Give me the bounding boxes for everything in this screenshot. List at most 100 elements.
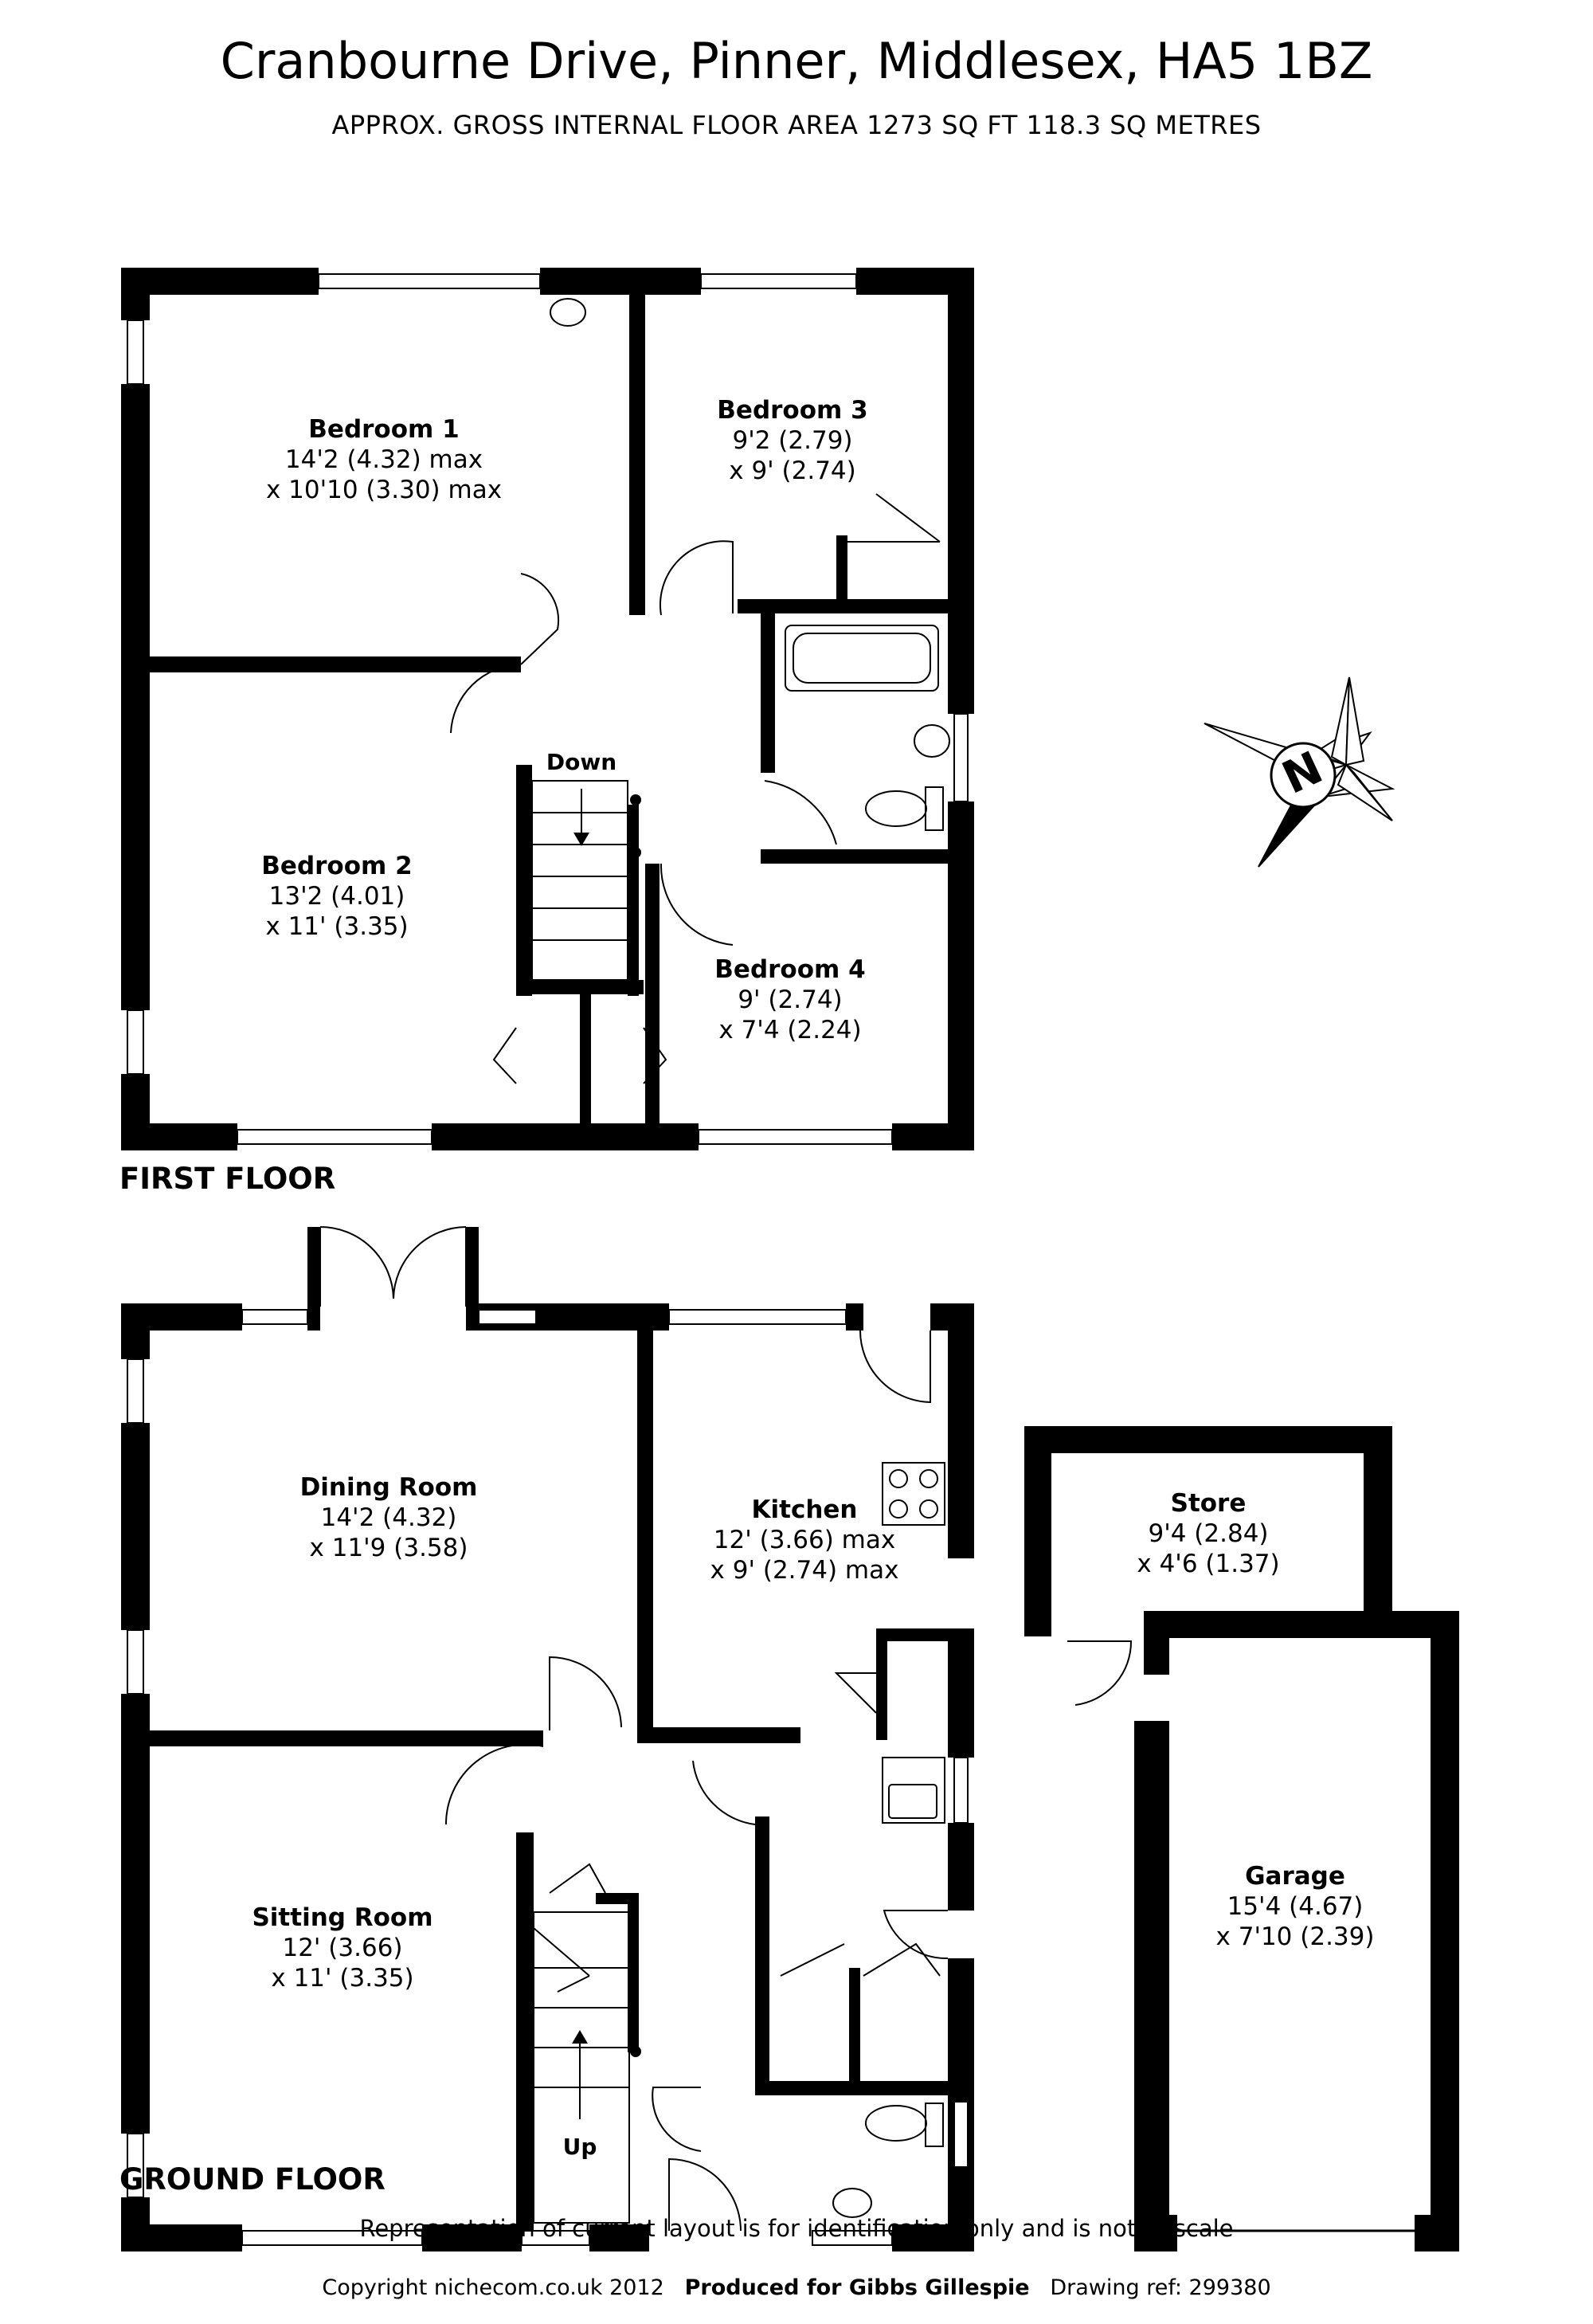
room-name: Garage [1245, 1862, 1345, 1891]
room-dim: 15'4 (4.67) [1227, 1892, 1364, 1921]
gf-wall-bottom-mid [422, 2224, 522, 2251]
ff-wall-end-post [630, 794, 641, 805]
ff-door-cupboard-right [643, 1027, 667, 1084]
ff-wall-bottom-mid [432, 1123, 699, 1150]
ff-door-cupboard-left [492, 1027, 517, 1084]
gf-door-stair-cupboard [549, 1863, 606, 1894]
ff-stairs-label: Down [546, 749, 617, 775]
ff-cupboard-divider [580, 994, 591, 1138]
gf-bay-left [307, 1227, 320, 1331]
room-dim: x 7'4 (2.24) [718, 1016, 862, 1044]
gf-door-dining [549, 1656, 622, 1730]
ff-wall-bottom-right [892, 1123, 974, 1150]
room-dim: x 4'6 (1.37) [1137, 1550, 1280, 1578]
room-sitting-room: Sitting Room 12' (3.66) x 11' (3.35) [252, 1903, 432, 1993]
ff-wall-bed1-landing [629, 268, 645, 615]
gf-wc-cistern [925, 2103, 944, 2147]
ff-wall-bed3-bottom [738, 599, 974, 613]
ff-wall-stair-right [628, 805, 639, 996]
ff-wall-left-mid [121, 384, 150, 1010]
gf-window-kitchen-top [668, 1309, 847, 1325]
footer-credits: Copyright nichecom.co.uk 2012 Produced f… [322, 2275, 1270, 2300]
room-dim: 13'2 (4.01) [268, 882, 405, 911]
gf-wall-utility-div [849, 1968, 860, 2087]
page-title: Cranbourne Drive, Pinner, Middlesex, HA5… [220, 32, 1373, 90]
store-wall-top [1024, 1426, 1392, 1453]
ff-bath-tub [785, 625, 939, 692]
room-dim: 14'2 (4.32) [320, 1503, 457, 1532]
room-dim: x 11' (3.35) [271, 1964, 414, 1993]
gf-window-kitchen-right [953, 1757, 969, 1824]
gf-stairs-label: Up [562, 2134, 597, 2160]
ff-window-bed1-left [127, 319, 144, 385]
ff-window-bed4-bottom [698, 1129, 893, 1145]
room-name: Kitchen [751, 1495, 858, 1524]
room-bedroom-4: Bedroom 4 9' (2.74) x 7'4 (2.24) [714, 954, 865, 1045]
gf-wall-hall-right [755, 1816, 769, 2095]
gf-window-dining-top-l [241, 1309, 308, 1325]
ff-wall-bath-bottom [761, 849, 974, 864]
produced-for-text: Produced for Gibbs Gillespie [684, 2275, 1030, 2300]
disclaimer-text: Representation of current layout is for … [359, 2215, 1234, 2242]
room-name: Bedroom 3 [717, 396, 868, 425]
gf-wall-right-3 [948, 1823, 974, 1911]
gf-wall-kitchen-cupboard [876, 1628, 974, 1641]
ff-window-bed1-top [318, 273, 541, 289]
floor-area-subtitle: APPROX. GROSS INTERNAL FLOOR AREA 1273 S… [331, 110, 1262, 140]
ff-stairs [531, 780, 628, 981]
first-floor-windows [127, 273, 969, 1145]
room-store: Store 9'4 (2.84) x 4'6 (1.37) [1137, 1488, 1279, 1579]
room-bedroom-1: Bedroom 1 14'2 (4.32) max x 10'10 (3.30)… [266, 414, 502, 505]
ground-floor-plan [121, 1227, 1459, 2251]
room-name: Bedroom 4 [714, 955, 866, 984]
garage-wall-left [1144, 1611, 1169, 1675]
first-floor-plan [121, 268, 974, 1150]
room-dim: 12' (3.66) [282, 1934, 403, 1962]
ground-floor-windows [127, 1309, 969, 2246]
ff-wc-bowl [865, 790, 927, 827]
gf-door-utility-right [863, 1942, 941, 1977]
ff-wall-bed3-cupboard [836, 535, 847, 607]
store-door [1067, 1640, 1133, 1706]
ff-window-bath-right [953, 713, 969, 802]
room-dim: x 10'10 (3.30) max [265, 476, 503, 504]
gf-wall-dining-kitchen [637, 1331, 653, 1729]
ff-wall-end-post-2 [630, 847, 641, 858]
room-dim: 9' (2.74) [738, 986, 843, 1014]
room-dim: 9'4 (2.84) [1148, 1519, 1269, 1548]
ground-floor-label: GROUND FLOOR [119, 2162, 386, 2197]
gf-wall-left-mid2 [121, 1694, 150, 2134]
room-name: Bedroom 1 [308, 415, 460, 444]
gf-door-side [883, 1910, 949, 1960]
copyright-text: Copyright nichecom.co.uk 2012 [322, 2275, 664, 2300]
kitchen-sink [882, 1757, 945, 1824]
ff-door-bed3 [659, 540, 734, 616]
gf-door-wc [652, 2087, 702, 2152]
gf-bay-right [466, 1227, 479, 1331]
gf-wall-dining-sitting [121, 1730, 543, 1746]
gf-window-sitting-left [127, 2133, 144, 2198]
gf-wall-kitchen-cupboard-v [876, 1628, 887, 1740]
gf-basin [832, 2188, 872, 2218]
room-name: Store [1170, 1489, 1247, 1518]
ff-bed1-basin [550, 298, 586, 327]
gf-wall-stair-left [516, 1832, 534, 2231]
gf-wall-left-top [121, 1303, 150, 1359]
room-kitchen: Kitchen 12' (3.66) max x 9' (2.74) max [710, 1495, 899, 1585]
room-dim: x 11'9 (3.58) [309, 1534, 468, 1562]
gf-window-sitting-bottom [241, 2230, 423, 2246]
gf-wall-bottom-right [589, 2224, 649, 2251]
ff-wall-bottom-left [121, 1123, 237, 1150]
gf-stairs-arrow-head [572, 2030, 588, 2044]
ff-wall-left-top [121, 268, 150, 320]
gf-door-kitchen-back [859, 1330, 931, 1404]
garage-wall-left-2 [1134, 1721, 1169, 2251]
ff-wall-bed1-bed2 [121, 656, 521, 672]
garage-wall-right [1431, 1611, 1459, 2251]
gf-window-dining-top-r [478, 1309, 537, 1325]
ff-wall-right-top [948, 268, 974, 714]
room-dim: 9'2 (2.79) [732, 426, 853, 455]
room-bedroom-2: Bedroom 2 13'2 (4.01) x 11' (3.35) [261, 851, 412, 942]
gf-wall-left-mid [121, 1423, 150, 1630]
